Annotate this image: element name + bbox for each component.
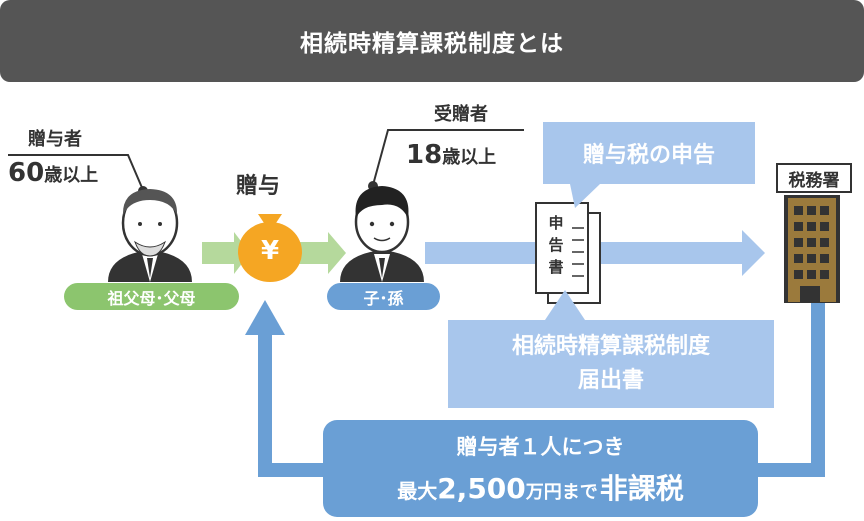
- giver-age-suffix: 歳以上: [44, 165, 99, 186]
- document-char-2: 告: [548, 236, 564, 254]
- page-title: 相続時精算課税制度とは: [0, 0, 864, 82]
- summary-line-2: 最大 2,500 万円まで 非課税: [397, 467, 684, 507]
- notification-pointer: [545, 290, 585, 320]
- receiver-age: 18歳以上: [406, 140, 496, 170]
- filing-arrow-head: [742, 230, 765, 276]
- child-icon: [340, 186, 424, 282]
- summary-prefix: 最大: [397, 478, 438, 503]
- filing-callout-tail: [570, 184, 600, 208]
- notification-line-1: 相続時精算課税制度: [511, 334, 710, 359]
- notification-form-box: 相続時精算課税制度 届出書: [448, 320, 774, 408]
- summary-emphasis: 非課税: [599, 471, 684, 505]
- receiver-age-number: 18: [406, 140, 443, 170]
- flow-return-arrowhead: [245, 300, 285, 335]
- receiver-age-suffix: 歳以上: [442, 147, 497, 168]
- grandparent-icon: [108, 189, 192, 282]
- receiver-callout-line: [372, 129, 524, 186]
- gift-label: 贈与: [236, 174, 281, 199]
- tax-office-sign: 税務署: [776, 163, 852, 193]
- gift-arrow-right-head: [328, 232, 346, 274]
- giver-badge: 祖父母･父母: [64, 283, 239, 310]
- giver-age: 60歳以上: [8, 158, 98, 188]
- yen-symbol: ¥: [260, 236, 280, 266]
- gift-arrow-left-shaft: [202, 242, 236, 264]
- document-char-1: 申: [548, 214, 564, 232]
- summary-amount: 2,500: [437, 471, 526, 505]
- giver-callout-line: [8, 154, 144, 191]
- receiver-badge: 子･孫: [327, 283, 440, 310]
- giver-age-number: 60: [8, 158, 45, 188]
- money-bag-icon: [238, 214, 302, 282]
- summary-line-1: 贈与者１人につき: [456, 434, 625, 459]
- receiver-role-label: 受贈者: [434, 104, 488, 125]
- document-char-3: 書: [548, 258, 564, 276]
- document-icon: [535, 202, 601, 304]
- summary-box: 贈与者１人につき 最大 2,500 万円まで 非課税: [323, 420, 758, 517]
- gift-arrow-right-shaft: [296, 242, 330, 264]
- summary-unit: 万円まで: [525, 481, 598, 503]
- document-text: 申 告 書: [546, 212, 566, 278]
- filing-callout: 贈与税の申告: [543, 122, 755, 184]
- giver-role-label: 贈与者: [28, 129, 82, 150]
- tax-office-building-icon: [784, 195, 840, 303]
- notification-line-2: 届出書: [577, 368, 644, 393]
